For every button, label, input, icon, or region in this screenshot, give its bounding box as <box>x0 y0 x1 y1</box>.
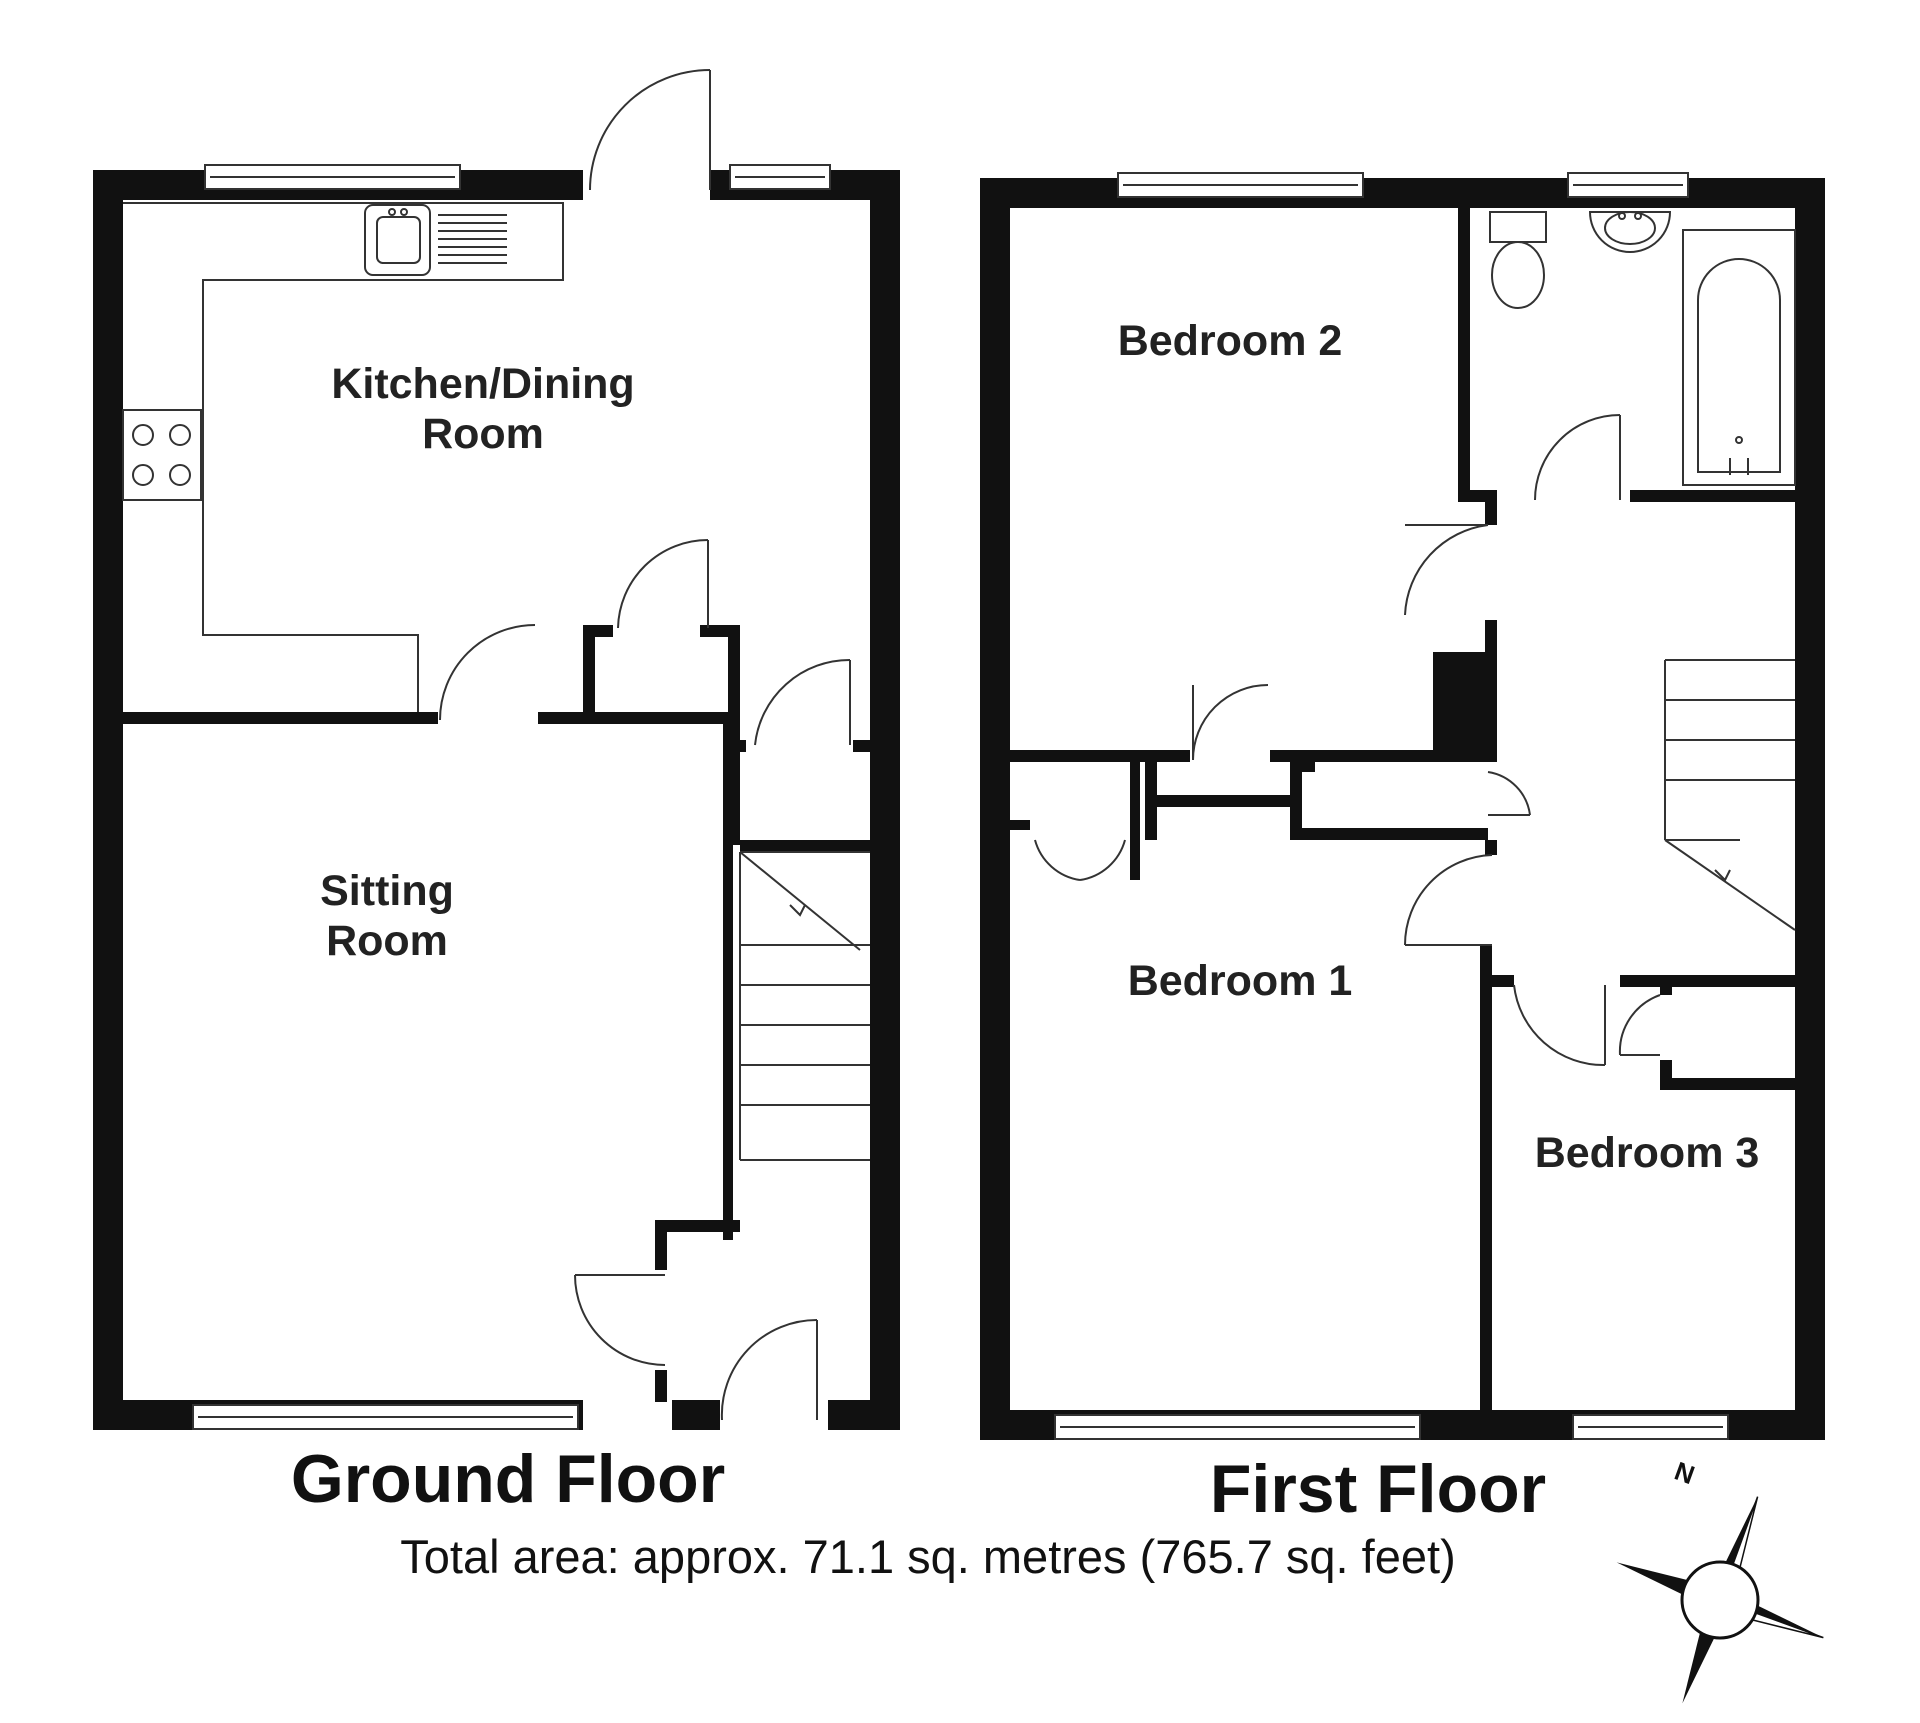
room-label: Kitchen/Dining <box>331 360 634 408</box>
first-floor-plan: Bedroom 2 Bedroom 1 Bedroom 3 First Floo… <box>980 172 1825 1527</box>
door <box>1513 984 1606 1067</box>
door <box>720 1318 818 1421</box>
door <box>617 539 709 629</box>
room-label: Sitting <box>320 867 454 915</box>
window <box>729 164 831 190</box>
room-label: Bedroom 3 <box>1535 1129 1760 1177</box>
floor-title: First Floor <box>1210 1451 1546 1527</box>
ground-floor-plan: Kitchen/Dining Room Sitting Room Ground … <box>93 69 900 1517</box>
hob-icon <box>122 409 202 501</box>
room-label: Room <box>326 917 448 965</box>
staircase <box>1664 659 1796 931</box>
door <box>1534 414 1621 501</box>
door <box>1192 684 1269 761</box>
window <box>1054 1414 1421 1440</box>
room-label: Bedroom 2 <box>1118 317 1343 365</box>
sink-icon <box>364 204 507 276</box>
window <box>1567 172 1689 198</box>
cupboard-door <box>1034 839 1126 881</box>
door <box>1404 854 1493 946</box>
total-area-caption: Total area: approx. 71.1 sq. metres (765… <box>400 1530 1455 1583</box>
window <box>204 164 461 190</box>
window <box>1572 1414 1729 1440</box>
window <box>1117 172 1364 198</box>
door <box>574 1274 666 1366</box>
cupboard-door <box>1618 994 1661 1056</box>
room-label: Room <box>422 410 544 458</box>
kitchen-worktop <box>123 202 564 720</box>
door <box>589 69 711 191</box>
door <box>1404 524 1489 616</box>
door <box>754 658 851 746</box>
room-label: Bedroom 1 <box>1128 957 1353 1005</box>
compass-icon: N <box>1616 1456 1824 1704</box>
compass-north-label: N <box>1671 1456 1699 1491</box>
door <box>1487 771 1531 816</box>
floor-title: Ground Floor <box>291 1441 725 1517</box>
door <box>439 624 536 721</box>
window <box>192 1404 579 1430</box>
staircase <box>739 851 870 1161</box>
toilet-icon <box>1489 211 1547 309</box>
basin-icon <box>1588 211 1672 253</box>
bath-icon <box>1682 229 1796 486</box>
